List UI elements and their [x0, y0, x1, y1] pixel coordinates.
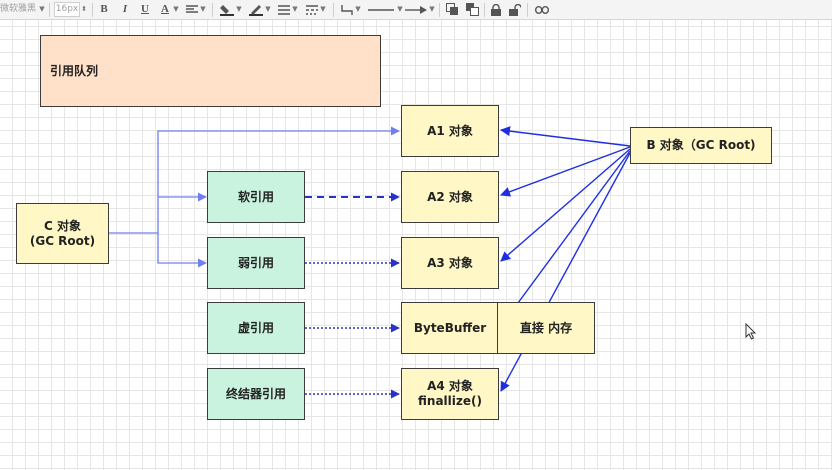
- edge-b-to-a2: [500, 146, 631, 197]
- arrow-icon[interactable]: [404, 2, 428, 17]
- line-style-icon[interactable]: [277, 2, 291, 17]
- c-object-label: C 对象: [44, 218, 81, 233]
- chevron-down-icon[interactable]: ▼: [236, 5, 242, 13]
- edge-b-to-a3: [500, 148, 631, 262]
- phantom-reference-label: 虚引用: [237, 320, 274, 335]
- finalizer-reference-node[interactable]: 终结器引用: [207, 368, 305, 420]
- font-color-button[interactable]: A: [161, 3, 169, 15]
- fill-color-icon[interactable]: [219, 2, 235, 17]
- b-object-node[interactable]: B 对象（GC Root): [630, 127, 772, 164]
- direct-memory-node[interactable]: 直接 内存: [497, 302, 595, 354]
- to-front-icon[interactable]: [445, 2, 459, 17]
- reference-queue-label: 引用队列: [50, 63, 99, 78]
- font-family-value: 微软雅黑: [0, 4, 37, 14]
- font-size-value: 16px: [55, 4, 79, 14]
- direct-memory-label: 直接 内存: [519, 320, 573, 335]
- chevron-down-icon[interactable]: ▼: [39, 5, 45, 13]
- edge-b-to-bytebuffer: [500, 150, 631, 327]
- toolbar-divider: [212, 3, 213, 17]
- unlock-icon[interactable]: [509, 2, 521, 17]
- a4-object-label: A4 对象: [427, 379, 473, 393]
- c-object-sublabel: (GC Root): [29, 233, 96, 248]
- toolbar-divider: [333, 3, 334, 17]
- line-color-icon[interactable]: [248, 2, 264, 17]
- b-object-label: B 对象（GC Root): [646, 138, 756, 152]
- a1-object-label: A1 对象: [427, 123, 473, 138]
- edge-c-to-a1: [108, 126, 400, 234]
- toolbar-divider: [439, 3, 440, 17]
- font-family-select[interactable]: 微软雅黑: [0, 2, 38, 17]
- italic-button[interactable]: I: [122, 3, 128, 15]
- a1-object-node[interactable]: A1 对象: [401, 105, 499, 157]
- toolbar: 微软雅黑 ▼ 16px ⬍ B I U A ▼ ▼ ▼ ▼ ▼ ▼ ▼ ▼ ▼: [0, 0, 832, 20]
- underline-button[interactable]: U: [141, 3, 149, 15]
- weak-reference-label: 弱引用: [237, 255, 274, 270]
- bytebuffer-node[interactable]: ByteBuffer: [401, 302, 499, 354]
- a3-object-node[interactable]: A3 对象: [401, 237, 499, 289]
- toolbar-divider: [527, 3, 528, 17]
- connector-icon[interactable]: [340, 2, 354, 17]
- mouse-cursor-icon: [745, 323, 757, 340]
- toolbar-divider: [49, 3, 50, 17]
- a2-object-label: A2 对象: [427, 189, 473, 204]
- align-icon[interactable]: [185, 2, 199, 17]
- toolbar-divider: [92, 3, 93, 17]
- link-icon[interactable]: [534, 2, 550, 17]
- to-back-icon[interactable]: [465, 2, 479, 17]
- soft-reference-node[interactable]: 软引用: [207, 171, 305, 223]
- a3-object-label: A3 对象: [427, 255, 473, 270]
- font-size-input[interactable]: 16px: [54, 2, 80, 17]
- a2-object-node[interactable]: A2 对象: [401, 171, 499, 223]
- a4-object-sublabel: finallize(): [418, 394, 482, 408]
- weak-reference-node[interactable]: 弱引用: [207, 237, 305, 289]
- chevron-down-icon[interactable]: ▼: [355, 5, 361, 13]
- lock-icon[interactable]: [490, 2, 502, 17]
- phantom-reference-node[interactable]: 虚引用: [207, 302, 305, 354]
- chevron-down-icon[interactable]: ▼: [320, 5, 326, 13]
- stepper-icon[interactable]: ⬍: [81, 5, 87, 13]
- toolbar-divider: [484, 3, 485, 17]
- chevron-down-icon[interactable]: ▼: [292, 5, 298, 13]
- line-end-icon[interactable]: [367, 2, 395, 17]
- c-object-node[interactable]: C 对象 (GC Root): [16, 203, 109, 264]
- reference-queue-node[interactable]: 引用队列: [40, 35, 381, 107]
- finalizer-reference-label: 终结器引用: [225, 386, 286, 401]
- bytebuffer-label: ByteBuffer: [413, 320, 487, 335]
- reference-edges: [305, 192, 400, 399]
- c-object-edges: [108, 126, 400, 268]
- chevron-down-icon[interactable]: ▼: [200, 5, 206, 13]
- edge-c-to-weak-ref: [157, 233, 207, 268]
- bold-button[interactable]: B: [100, 3, 108, 15]
- line-pattern-icon[interactable]: [305, 2, 319, 17]
- edge-b-to-a1: [500, 126, 631, 147]
- chevron-down-icon[interactable]: ▼: [397, 5, 403, 13]
- chevron-down-icon[interactable]: ▼: [173, 5, 179, 13]
- a4-object-node[interactable]: A4 对象 finallize(): [401, 368, 499, 420]
- soft-reference-label: 软引用: [237, 189, 274, 204]
- edge-b-to-a4: [500, 152, 631, 392]
- chevron-down-icon[interactable]: ▼: [265, 5, 271, 13]
- chevron-down-icon[interactable]: ▼: [429, 5, 435, 13]
